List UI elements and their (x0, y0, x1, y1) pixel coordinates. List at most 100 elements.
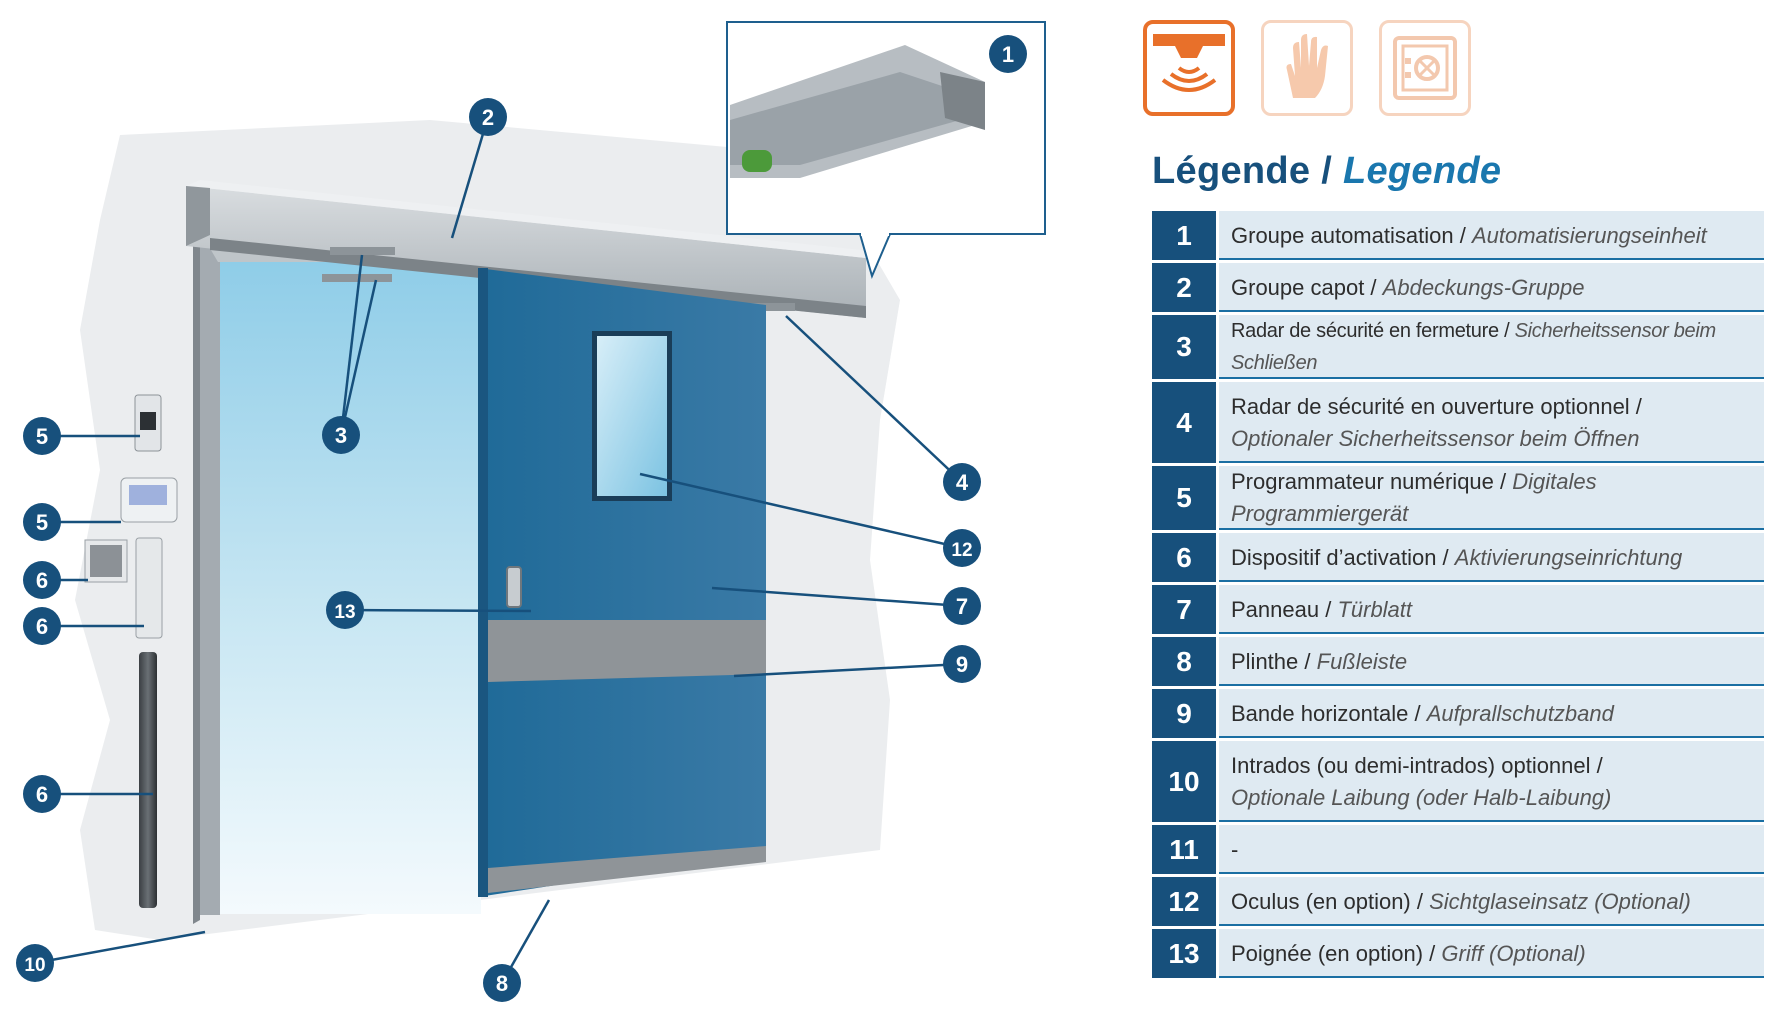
impact-strip (488, 620, 766, 682)
legend-row-number: 7 (1152, 585, 1219, 637)
legend-row-fr: Dispositif d’activation / (1231, 544, 1449, 570)
leader-9 (733, 662, 963, 678)
callout-1-label: 1 (1002, 42, 1014, 67)
legend-row-de: Sicherheitssensor beim Schließen (1231, 320, 1716, 374)
legend-row-text: Programmateur numérique / Digitales Prog… (1219, 466, 1764, 533)
legend-row-fr: Poignée (en option) / (1231, 940, 1436, 966)
legend-row: 12 Oculus (en option) / Sichtglaseinsatz… (1152, 877, 1764, 929)
activation-column (135, 537, 163, 639)
callout-4-label: 4 (956, 470, 969, 495)
legend-row-text: Groupe capot / Abdeckungs-Gruppe (1219, 263, 1764, 315)
legend-row-text: Radar de sécurité en fermeture / Sicherh… (1219, 315, 1764, 382)
legend-title: Légende / Legende (1152, 150, 1501, 193)
legend-row-text: Intrados (ou demi-intrados) optionnel /O… (1219, 741, 1764, 825)
callout-6a-label: 6 (36, 568, 48, 593)
leader-3b (339, 254, 364, 436)
legend-row: 8 Plinthe / Fußleiste (1152, 637, 1764, 689)
legend-row-fr: Panneau / (1231, 596, 1332, 622)
legend-row-de: Digitales Programmiergerät (1231, 469, 1597, 526)
leader-3a (339, 279, 378, 436)
frame-jamb (198, 228, 220, 915)
activation-strip (139, 652, 157, 908)
legend-row-de: Fußleiste (1316, 648, 1408, 674)
leader-12 (639, 472, 963, 550)
radar-sensor-icon (1143, 20, 1235, 116)
automation-motor (742, 150, 772, 172)
legend-row-text: Radar de sécurité en ouverture optionnel… (1219, 382, 1764, 466)
legend-row-text: Bande horizontale / Aufprallschutzband (1219, 689, 1764, 741)
legend-title-de: Legende (1342, 150, 1502, 192)
legend-row: 5 Programmateur numérique / Digitales Pr… (1152, 466, 1764, 533)
legend-row-number: 6 (1152, 533, 1219, 585)
callout-8-label: 8 (496, 971, 508, 996)
callout-8: 8 (483, 964, 521, 1002)
callout-7: 7 (943, 587, 981, 625)
legend-row-text: Groupe automatisation / Automatisierungs… (1219, 211, 1764, 263)
callout-13-label: 13 (334, 602, 355, 623)
callout-6b: 6 (23, 607, 61, 645)
legend-row-de: Griff (Optional) (1441, 940, 1586, 966)
door-panel-edge (478, 268, 488, 897)
digital-programmer-small-screen (140, 412, 156, 430)
legend-row-fr: Oculus (en option) / (1231, 888, 1423, 914)
door-handle (506, 566, 522, 608)
legend-row-number: 8 (1152, 637, 1219, 689)
callout-9: 9 (943, 645, 981, 683)
legend-row-de: Abdeckungs-Gruppe (1382, 274, 1585, 300)
legend-row: 9 Bande horizontale / Aufprallschutzband (1152, 689, 1764, 741)
leader-2 (450, 116, 490, 239)
legend-row-fr: Programmateur numérique / (1231, 469, 1507, 494)
legend-row-fr: Groupe capot / (1231, 274, 1377, 300)
legend-row-de: Aktivierungseinrichtung (1454, 544, 1683, 570)
legend-row-de: Optionaler Sicherheitssensor beim Öffnen (1231, 425, 1640, 451)
callout-6c: 6 (23, 775, 61, 813)
legend-row-text: Poignée (en option) / Griff (Optional) (1219, 929, 1764, 981)
callout-3: 3 (322, 416, 360, 454)
callout-7-label: 7 (956, 594, 968, 619)
legend-row-number: 11 (1152, 825, 1219, 877)
legend-row-number: 10 (1152, 741, 1219, 825)
frame-jamb-face (193, 228, 200, 924)
leader-10 (34, 930, 206, 965)
leader-4 (785, 315, 963, 483)
callout-12: 12 (943, 529, 981, 567)
hand-icon (1261, 20, 1353, 116)
callout-9-label: 9 (956, 652, 968, 677)
legend-row: 2 Groupe capot / Abdeckungs-Gruppe (1152, 263, 1764, 315)
feature-icons (1143, 20, 1471, 116)
callout-10: 10 (16, 944, 54, 982)
legend-row-de: Sichtglaseinsatz (Optional) (1429, 888, 1691, 914)
digital-programmer-large-screen (129, 485, 167, 505)
legend-row-text: Plinthe / Fußleiste (1219, 637, 1764, 689)
callout-2: 2 (469, 98, 507, 136)
cover-rail-top (186, 180, 880, 258)
callout-5b-label: 5 (36, 510, 48, 535)
leader-7 (711, 586, 963, 608)
legend-row-number: 1 (1152, 211, 1219, 263)
legend-row-text: Panneau / Türblatt (1219, 585, 1764, 637)
legend-row-fr: Radar de sécurité en fermeture / (1231, 320, 1510, 342)
legend-row-number: 4 (1152, 382, 1219, 466)
legend-row: 1 Groupe automatisation / Automatisierun… (1152, 211, 1764, 263)
callout-4: 4 (943, 463, 981, 501)
legend-title-fr: Légende (1152, 150, 1311, 192)
cover-rail (186, 186, 866, 318)
legend-row-de: Aufprallschutzband (1426, 700, 1614, 726)
legend-row-text: Oculus (en option) / Sichtglaseinsatz (O… (1219, 877, 1764, 929)
legend-row-number: 13 (1152, 929, 1219, 981)
safety-sensor-close (330, 247, 395, 255)
legend-row: 3 Radar de sécurité en fermeture / Siche… (1152, 315, 1764, 382)
callout-5b: 5 (23, 503, 61, 541)
legend-row-fr: Bande horizontale / (1231, 700, 1421, 726)
legend-row: 7 Panneau / Türblatt (1152, 585, 1764, 637)
legend-row-fr: Groupe automatisation / (1231, 222, 1466, 248)
door-panel (478, 268, 766, 897)
legend-table: 1 Groupe automatisation / Automatisierun… (1152, 211, 1764, 981)
legend-row-de: Optionale Laibung (oder Halb-Laibung) (1231, 784, 1612, 810)
safe-icon (1379, 20, 1471, 116)
legend-row-number: 12 (1152, 877, 1219, 929)
legend-row: 4 Radar de sécurité en ouverture optionn… (1152, 382, 1764, 466)
kick-plate (488, 846, 766, 893)
callout-2-label: 2 (482, 105, 494, 130)
door-diagram: 1 2 3 4 5 5 6 6 6 7 8 9 10 12 13 (16, 21, 1046, 1002)
